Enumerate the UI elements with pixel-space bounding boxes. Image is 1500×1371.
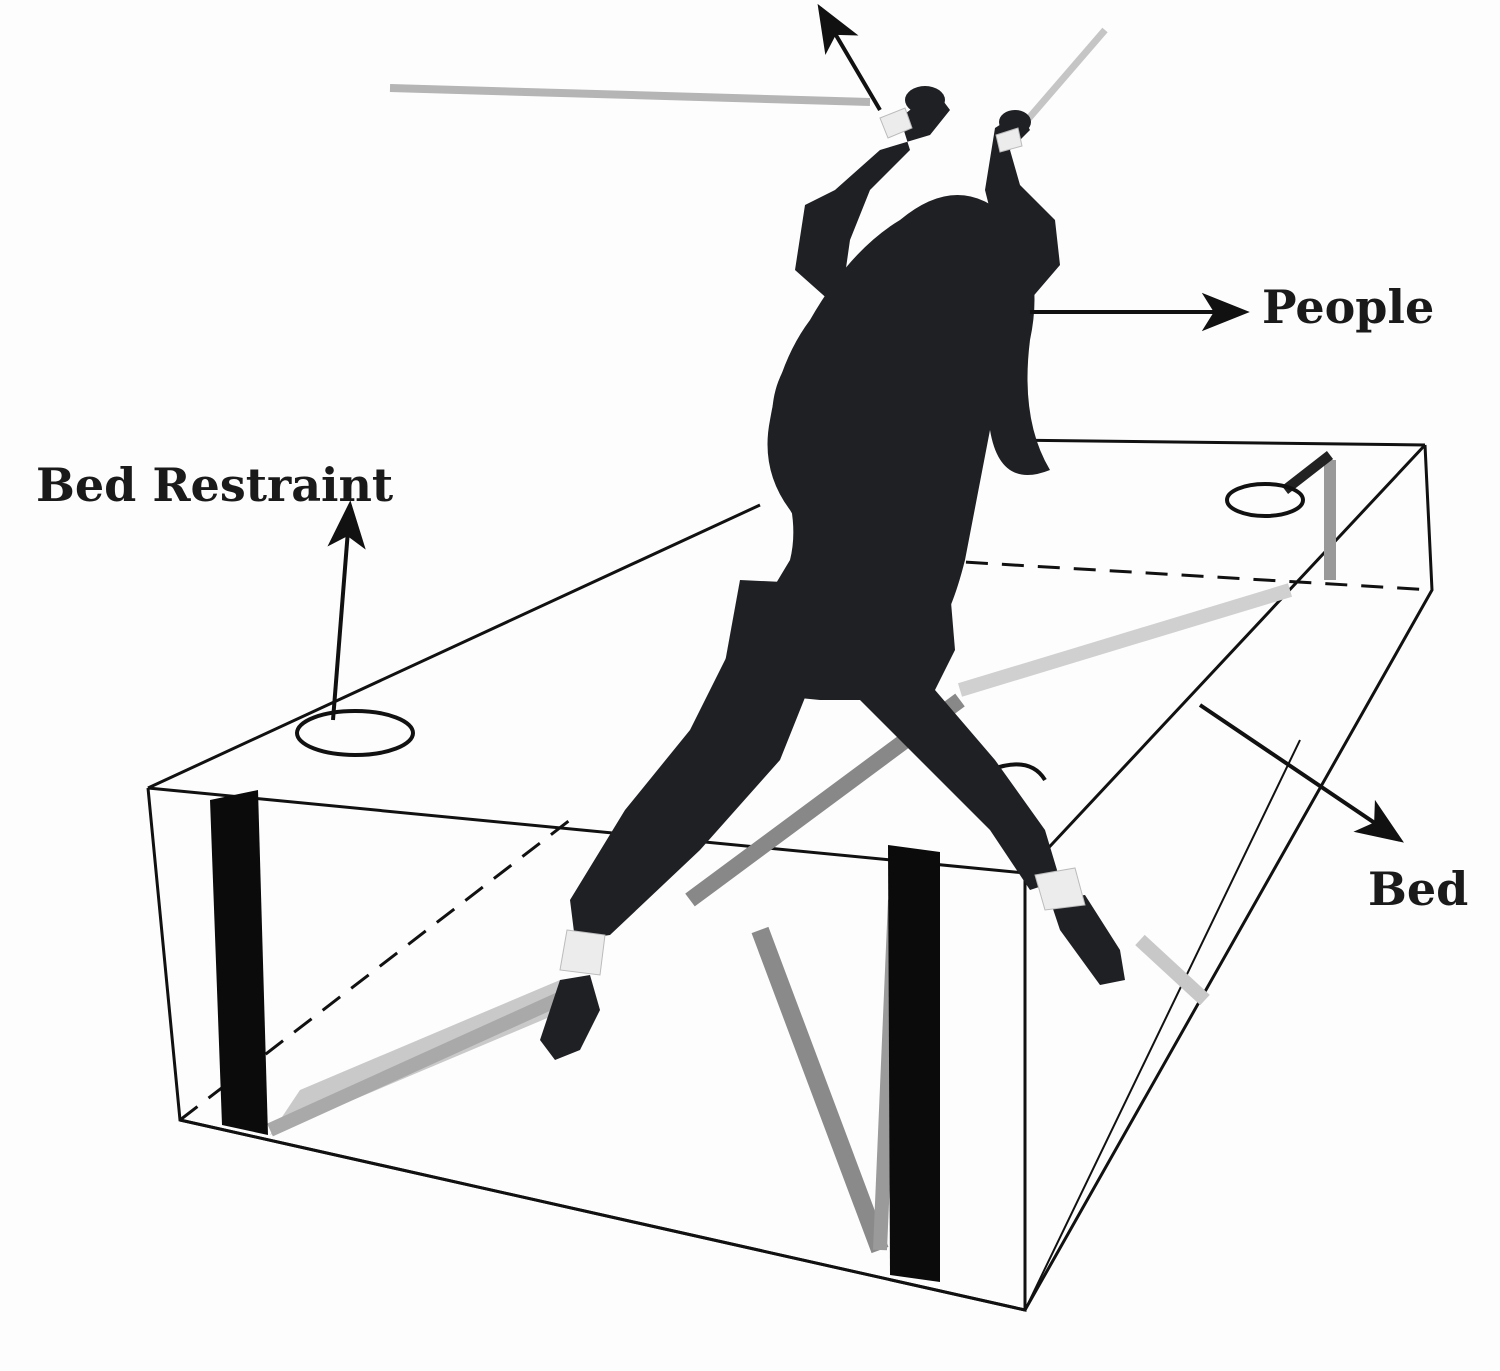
cuff-ring-back-right	[1225, 482, 1305, 518]
restraint-straps	[267, 27, 1336, 1254]
person-silhouette	[540, 86, 1125, 1060]
front-strap-right	[888, 845, 940, 1282]
label-people: People	[1262, 280, 1435, 334]
person-left-hand	[905, 86, 945, 114]
bed-top-front-edge	[147, 786, 1026, 875]
person-left-leg	[570, 640, 820, 940]
person-left-foot	[540, 975, 600, 1060]
strap-under-mid	[957, 583, 1293, 697]
front-straps	[210, 790, 940, 1282]
label-bed-restraint: Bed Restraint	[36, 458, 394, 512]
person-torso	[760, 340, 960, 630]
strap-back-hook	[1281, 451, 1334, 494]
person-left-arm	[795, 90, 950, 310]
person-right-leg	[860, 640, 1060, 890]
arrow-top-left	[817, 3, 882, 112]
person-right-hand	[999, 110, 1031, 134]
arrow-bed	[1198, 703, 1404, 843]
bed-frame	[146, 438, 1434, 1312]
strap-diagonal-left-2	[267, 978, 593, 1137]
bed-right-face	[1023, 444, 1434, 1311]
bed-side-line	[1024, 739, 1301, 1311]
arrow-bed-restraint	[327, 500, 366, 721]
wrist-cuff-left	[879, 107, 913, 139]
annotation-arrows	[327, 3, 1404, 843]
bed-inner-front-edge	[179, 1118, 1026, 1312]
limb-cuffs	[559, 107, 1086, 976]
strap-arm-left	[389, 84, 871, 106]
ankle-cuff-left	[559, 929, 606, 976]
bed-top-right-edge	[1023, 443, 1427, 875]
ankle-cuff-right	[1034, 867, 1086, 911]
person-right-foot	[1050, 895, 1125, 985]
strap-right-leg	[1135, 934, 1210, 1006]
cuff-ring-front-left	[295, 709, 415, 757]
bed-hidden-edge-back	[929, 558, 1433, 592]
bed-top-back-edge	[1004, 438, 1426, 447]
strap-v-left	[751, 926, 889, 1254]
label-bed: Bed	[1368, 862, 1469, 916]
wrist-cuff-right	[995, 127, 1023, 153]
bed-top-left-edge	[147, 503, 761, 790]
front-strap-left	[210, 790, 268, 1135]
